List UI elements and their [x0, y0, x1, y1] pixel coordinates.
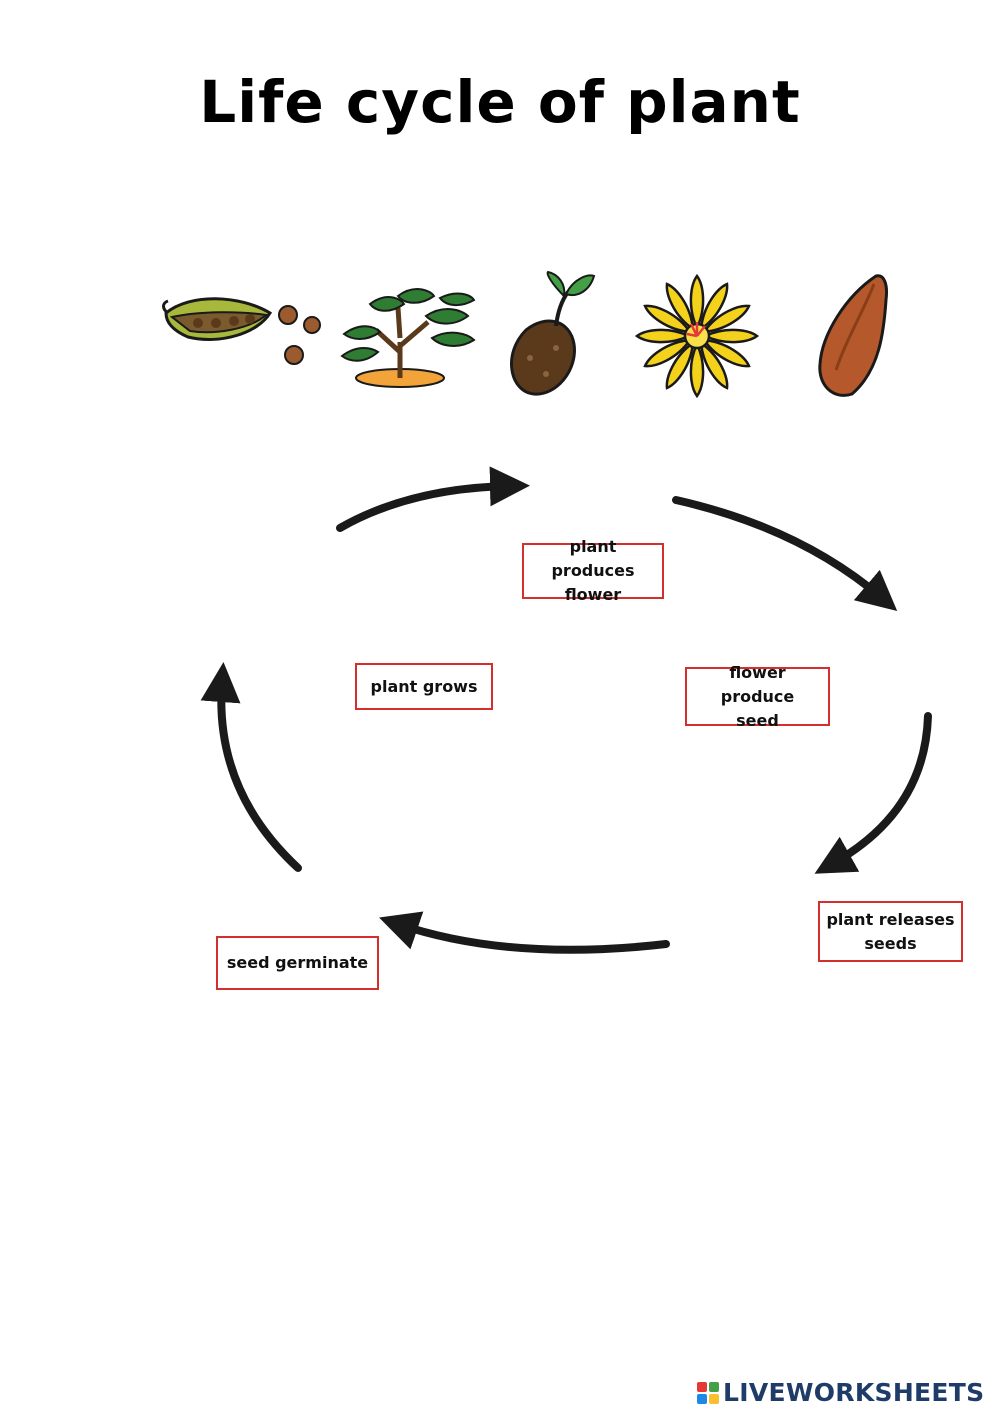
young-plant-icon [340, 288, 476, 388]
label-text: seed germinate [226, 953, 369, 972]
seed-pod-icon [162, 297, 321, 365]
label-text: plant releases seeds [826, 909, 955, 953]
label-plant-produces-flower: plant produces flower [522, 537, 664, 604]
label-plant-releases-seeds: plant releases seeds [818, 901, 963, 962]
seed-icon [818, 274, 888, 397]
label-plant-grows: plant grows [355, 663, 493, 710]
brand-name: LIVEWORKSHEETS [723, 1378, 985, 1407]
flower-icon [634, 273, 760, 399]
brand-logo[interactable]: LIVEWORKSHEETS [697, 1378, 984, 1407]
arrow-grows-to-flower [336, 466, 530, 532]
arrow-seed-to-release [814, 712, 932, 874]
arrow-germinate-to-grows [200, 662, 302, 872]
label-text: plant grows [370, 676, 478, 696]
label-text: flower produce seed [720, 662, 795, 730]
sprouting-seed-icon [510, 270, 596, 396]
label-text: plant produces flower [551, 537, 635, 604]
page-title: Life cycle of plant [199, 68, 801, 136]
arrow-release-to-germinate [379, 911, 670, 954]
liveworksheets-logo-icon [697, 1381, 719, 1404]
label-flower-produce-seed: flower produce seed [685, 663, 830, 730]
label-seed-germinate: seed germinate [216, 936, 379, 990]
arrow-flower-to-seed [672, 496, 898, 611]
